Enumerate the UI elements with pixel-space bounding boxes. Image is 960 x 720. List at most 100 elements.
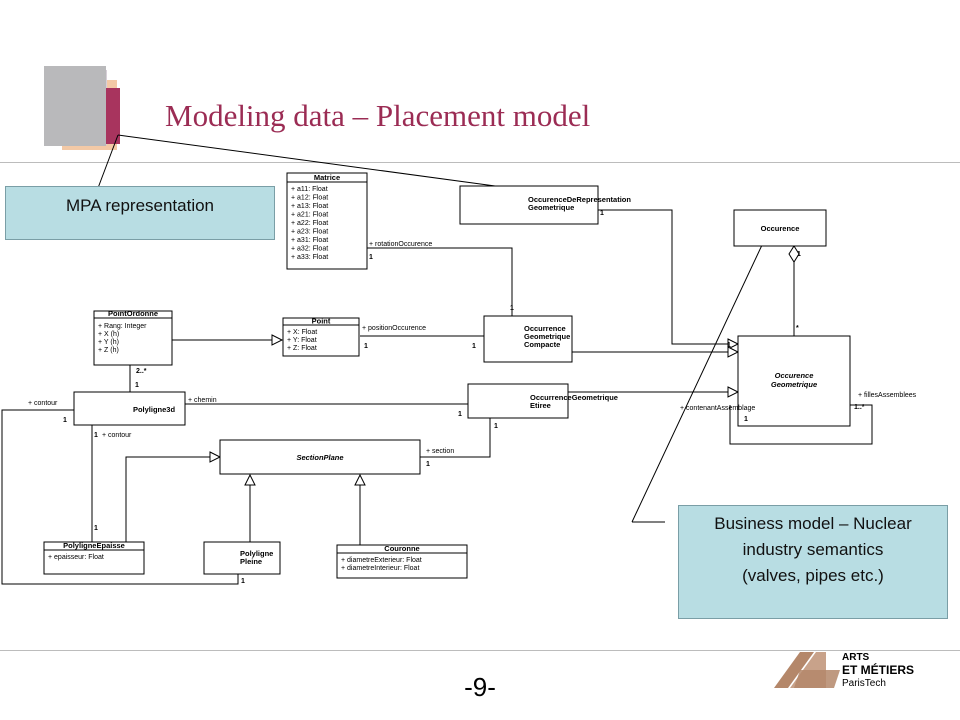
multiplicity: 2..*: [136, 368, 147, 375]
class-couronne: Couronne + diametreExterieur: Float + di…: [336, 544, 468, 579]
class-name: Compacte: [524, 340, 560, 349]
multiplicity: 1: [94, 525, 98, 532]
gen-arrow-7: [354, 473, 366, 486]
title-divider: [0, 162, 960, 163]
class-occurrence-compacte: Occurrence Geometrique Compacte: [483, 315, 573, 363]
multiplicity: 1: [510, 305, 514, 312]
class-occurence-geometrique: Occurence Geometrique: [737, 335, 851, 427]
multiplicity: 1: [472, 343, 476, 350]
class-occurence: Occurence: [733, 209, 827, 247]
role-label: + contour: [102, 432, 132, 439]
logo-text: ET MÉTIERS: [842, 662, 914, 677]
mpa-pointer-line: [97, 134, 119, 189]
multiplicity: 1: [797, 251, 801, 258]
class-name: Polyligne3d: [133, 405, 176, 414]
multiplicity: 1: [600, 210, 604, 217]
multiplicity: 1: [241, 578, 245, 585]
class-matrice: Matrice + a11: Float + a12: Float + a13:…: [286, 172, 368, 270]
slide-title: Modeling data – Placement model: [165, 98, 591, 133]
class-name: Geometrique: [524, 332, 570, 341]
class-name: Point: [312, 317, 331, 326]
class-occurrence-de-representation: OccurenceDeRepresentation Geometrique: [459, 185, 631, 225]
note-line: Business model – Nuclear: [714, 514, 912, 533]
page-number: -9-: [464, 672, 496, 702]
class-occurrence-etiree: OccurrenceGeometrique Etiree: [467, 383, 618, 419]
attribute: + Z: Float: [287, 345, 317, 352]
class-name: Etiree: [530, 401, 551, 410]
class-name: Occurence: [775, 371, 814, 380]
class-name: Occurence: [761, 224, 800, 233]
role-label: + positionOccurence: [362, 325, 426, 332]
role-label: + rotationOccurence: [369, 241, 432, 248]
multiplicity: 1: [744, 416, 748, 423]
class-name: Matrice: [314, 173, 340, 182]
decorative-squares-icon: [44, 66, 120, 150]
role-label: + chemin: [188, 397, 217, 404]
multiplicity: 1: [364, 343, 368, 350]
attribute: + a13: Float: [291, 203, 328, 210]
gen-arrow-5: [209, 451, 222, 463]
multiplicity: 1: [94, 432, 98, 439]
class-name: Pleine: [240, 557, 262, 566]
class-name: OccurenceDeRepresentation: [528, 195, 631, 204]
assoc-self: [729, 404, 873, 445]
attribute: + Z (h): [98, 347, 119, 354]
business-pointer-line: [631, 227, 771, 523]
class-polyligne3d: Polyligne3d: [73, 391, 186, 426]
class-name: Couronne: [384, 544, 419, 553]
attribute: + a12: Float: [291, 195, 328, 202]
aggregation-diamond-icon: [788, 245, 800, 263]
class-name: PolyligneEpaisse: [63, 541, 125, 550]
gen-arrow-4: [271, 334, 284, 346]
class-name: OccurrenceGeometrique: [530, 393, 618, 402]
multiplicity: 1: [458, 411, 462, 418]
role-label: + section: [426, 448, 454, 455]
assoc-rotation: [366, 247, 513, 316]
note-line: (valves, pipes etc.): [742, 566, 884, 585]
logo-text: ARTS: [842, 652, 870, 663]
attribute: + a22: Float: [291, 220, 328, 227]
multiplicity: 1: [369, 254, 373, 261]
gen-epaisse: [125, 456, 210, 542]
class-point: Point + X: Float + Y: Float + Z: Float: [282, 317, 360, 357]
note-line: industry semantics: [742, 540, 884, 559]
attribute: + a11: Float: [291, 186, 328, 193]
class-name: Occurrence: [524, 324, 566, 333]
role-label: + fillesAssemblees: [858, 392, 917, 399]
assoc-section: [420, 418, 491, 458]
mpa-representation-note: MPA representation: [5, 186, 275, 240]
attribute: + X (h): [98, 331, 119, 338]
footer-divider: [0, 650, 960, 651]
attribute: + a33: Float: [291, 254, 328, 261]
class-name: PointOrdonne: [108, 309, 158, 318]
multiplicity: 1: [727, 342, 731, 349]
mpa-pointer-line-2: [117, 134, 511, 189]
class-name: Geometrique: [771, 380, 817, 389]
attribute: + diametreExterieur: Float: [341, 557, 422, 564]
logo-text: ParisTech: [842, 678, 886, 689]
multiplicity: 1: [426, 461, 430, 468]
attribute: + a32: Float: [291, 246, 328, 253]
class-polyligne-pleine: Polyligne Pleine: [203, 541, 281, 575]
class-section-plane: SectionPlane: [219, 439, 421, 475]
attribute: + Y: Float: [287, 337, 317, 344]
role-label: + contour: [28, 400, 58, 407]
multiplicity: 1: [135, 382, 139, 389]
multiplicity: 1..*: [854, 404, 865, 411]
attribute: + epaisseur: Float: [48, 554, 104, 561]
gen-arrow-1: [727, 338, 740, 350]
class-name: Polyligne: [240, 549, 273, 558]
role-label: + contenantAssemblage: [680, 405, 755, 412]
gen-arrow-3: [727, 386, 740, 398]
attribute: + Rang: Integer: [98, 323, 147, 330]
multiplicity: *: [796, 325, 799, 332]
attribute: + Y (h): [98, 339, 119, 346]
attribute: + diametreInterieur: Float: [341, 565, 419, 572]
gen-arrow-6: [244, 473, 256, 486]
multiplicity: 1: [63, 417, 67, 424]
attribute: + a21: Float: [291, 212, 328, 219]
gen-representation: [598, 209, 732, 345]
attribute: + X: Float: [287, 329, 317, 336]
class-name: SectionPlane: [296, 453, 343, 462]
